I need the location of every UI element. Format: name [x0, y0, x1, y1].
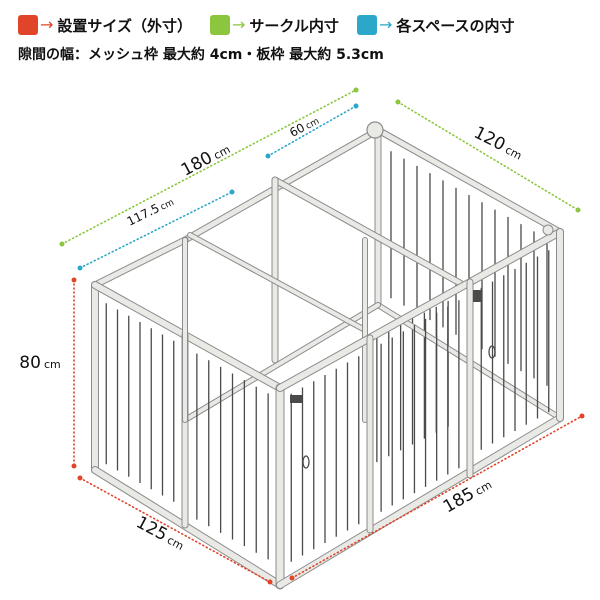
- dim-end-dot: [395, 99, 401, 105]
- dim-value: 80: [19, 353, 41, 373]
- dim-end-dot: [59, 241, 65, 247]
- dim-unit: cm: [212, 143, 233, 162]
- front-panel-bars: [105, 250, 550, 562]
- legend-item-outer: → 設置サイズ（外寸）: [18, 15, 192, 36]
- dim-end-dot: [77, 475, 83, 481]
- left-side-top-rail: [92, 237, 188, 288]
- front-right-top-rail: [277, 229, 563, 391]
- dim-label-width-inner: 180cm: [178, 138, 233, 181]
- door-latch: [290, 395, 302, 403]
- dim-end-dot: [267, 579, 273, 585]
- dimension-lines: [59, 87, 585, 585]
- svg-text:180cm: 180cm: [178, 138, 233, 180]
- legend-swatch-inner: [209, 15, 230, 35]
- dim-value: 180: [178, 148, 216, 181]
- dim-end-dot: [353, 87, 359, 93]
- dim-end-dot: [77, 265, 83, 271]
- dim-value: 60: [287, 120, 307, 140]
- arrow-icon: →: [231, 15, 246, 34]
- dim-line-space-width: [267, 105, 357, 157]
- legend-label-outer: 設置サイズ（外寸）: [57, 16, 192, 35]
- door-latch: [473, 290, 481, 302]
- dim-end-dot: [71, 463, 77, 469]
- back-panel-bars: [376, 151, 548, 463]
- front-left-floor-rail: [92, 467, 283, 588]
- dim-label-space-depth: 117.5cm: [125, 194, 176, 229]
- dim-end-dot: [229, 189, 235, 195]
- legend-swatch-outer: [18, 15, 38, 35]
- dim-line-space-depth: [79, 191, 233, 269]
- back-right-top-rail: [375, 127, 563, 235]
- dim-end-dot: [353, 103, 359, 109]
- dim-end-dot: [265, 153, 271, 159]
- dim-label-depth-inner: 120cm: [470, 123, 526, 165]
- dim-line-width-inner: [61, 89, 357, 245]
- dim-end-dot: [579, 413, 585, 419]
- dim-end-dot: [71, 277, 77, 283]
- door-knob: [302, 455, 310, 469]
- dim-end-dot: [289, 575, 295, 581]
- dim-value: 120: [470, 123, 508, 156]
- post-cap: [366, 121, 384, 139]
- arrow-icon: →: [40, 15, 54, 34]
- back-left-floor-rail: [183, 303, 380, 422]
- dim-value: 117.5: [125, 201, 162, 229]
- gap-width-note: 隙間の幅：メッシュ枠 最大約 4cm・板枠 最大約 5.3cm: [18, 47, 384, 63]
- latch-details: [290, 121, 554, 469]
- dim-unit: cm: [165, 534, 186, 553]
- legend-item-space: → 各スペースの内寸: [356, 15, 515, 36]
- door-knob: [488, 345, 496, 359]
- legend-label-inner: サークル内寸: [249, 16, 339, 35]
- dim-unit: cm: [503, 143, 524, 162]
- svg-text:117.5cm: 117.5cm: [125, 194, 176, 229]
- arrow-icon: →: [378, 15, 393, 34]
- back-frame: [91, 126, 564, 423]
- legend-item-inner: → サークル内寸: [209, 15, 339, 36]
- dim-unit: cm: [304, 117, 321, 132]
- legend-label-space: 各スペースの内寸: [396, 16, 515, 35]
- legend: → 設置サイズ（外寸） → サークル内寸 → 各スペースの内寸: [18, 12, 533, 38]
- dim-line-depth-inner: [397, 101, 579, 211]
- svg-text:120cm: 120cm: [470, 123, 526, 165]
- front-frame: [91, 228, 564, 590]
- middle-divider-top: [272, 177, 463, 286]
- dim-unit: cm: [44, 358, 61, 371]
- inner-divider-top: [188, 233, 367, 332]
- dim-line-width-outer: [291, 415, 583, 579]
- legend-swatch-space: [356, 15, 377, 35]
- dim-unit: cm: [159, 198, 176, 213]
- dim-line-depth-outer: [79, 477, 271, 583]
- dim-end-dot: [575, 207, 581, 213]
- dim-unit: cm: [473, 478, 494, 498]
- post-cap: [542, 224, 554, 236]
- front-right-floor-rail: [277, 415, 563, 588]
- svg-text:80cm: 80cm: [19, 353, 60, 373]
